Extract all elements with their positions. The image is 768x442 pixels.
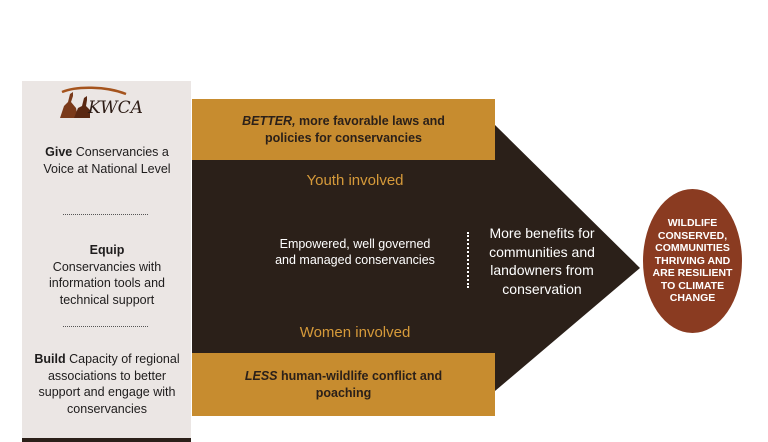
top-box: BETTER, more favorable laws and policies…	[192, 99, 495, 160]
equip-text: Conservancies with information tools and…	[48, 259, 166, 307]
divider-dots-2	[63, 326, 148, 327]
empowered-text: Empowered, well governed and managed con…	[275, 237, 435, 267]
youth-label: Youth involved	[306, 172, 404, 189]
give-item: Give Conservancies a Voice at National L…	[30, 144, 184, 177]
left-panel	[22, 81, 191, 442]
top-box-italic: BETTER,	[242, 113, 296, 128]
build-text: Capacity of regional associations to bet…	[38, 352, 180, 416]
build-bold: Build	[34, 352, 66, 366]
bottom-box: LESS human-wildlife conflict and poachin…	[192, 353, 495, 416]
bottom-box-italic: LESS	[244, 368, 278, 383]
outcome-oval: WILDLIFE CONSERVED, COMMUNITIES THRIVING…	[643, 189, 742, 333]
give-bold: Give	[45, 145, 73, 159]
giraffe-logo-icon	[60, 86, 127, 118]
top-box-rest: more favorable laws and policies for con…	[264, 113, 445, 145]
panel-bottom-line	[22, 438, 191, 442]
equip-item: Equip Conservancies with information too…	[30, 242, 184, 308]
build-item: Build Capacity of regional associations …	[30, 351, 184, 417]
logo-text: KWCA	[88, 98, 143, 118]
divider-dots-1	[63, 214, 148, 215]
equip-bold: Equip	[89, 243, 125, 257]
bottom-box-rest: human-wildlife conflict and poaching	[277, 368, 443, 400]
women-label: Women involved	[299, 324, 411, 341]
give-text: Conservancies a Voice at National Level	[43, 145, 171, 176]
kwca-logo: KWCA	[56, 84, 152, 124]
divider-dots-vertical	[467, 232, 469, 288]
bottom-box-text: LESS human-wildlife conflict and poachin…	[244, 368, 444, 402]
benefits-text: More benefits for communities and landow…	[489, 225, 595, 297]
arrow-shape	[192, 125, 640, 391]
outcome-text: WILDLIFE CONSERVED, COMMUNITIES THRIVING…	[652, 217, 733, 305]
top-box-text: BETTER, more favorable laws and policies…	[234, 113, 454, 147]
